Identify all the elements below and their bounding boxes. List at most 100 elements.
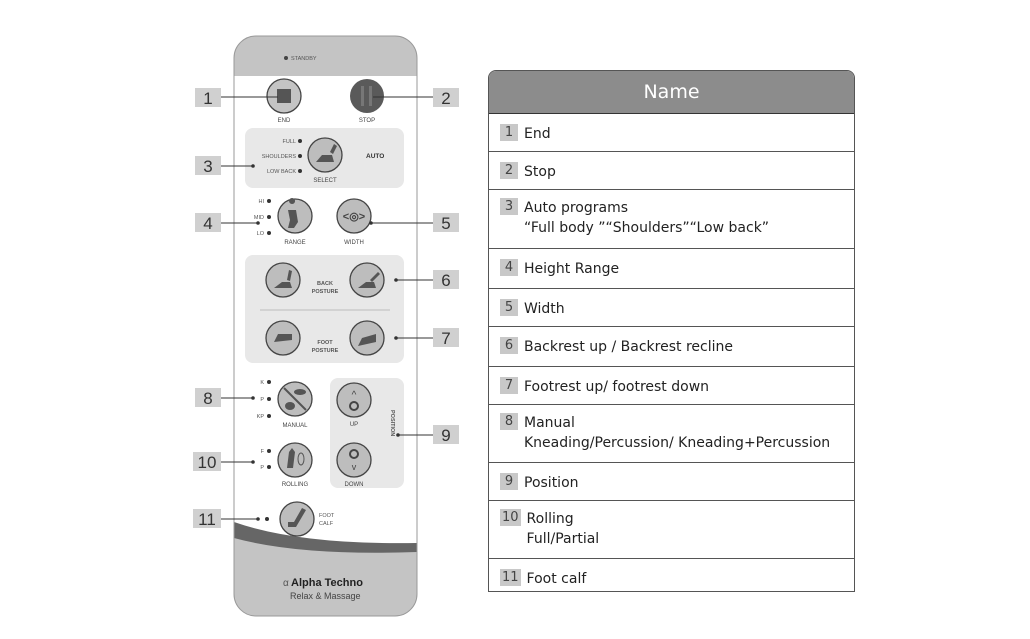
row-description: Foot calf <box>527 569 587 589</box>
select-label: SELECT <box>313 178 337 184</box>
row-number-badge: 11 <box>500 569 521 586</box>
svg-text:6: 6 <box>441 271 450 290</box>
svg-text:2: 2 <box>441 89 450 108</box>
mid-label: MID <box>254 215 264 221</box>
row-text-line: “Full body ”“Shoulders”“Low back” <box>524 220 770 236</box>
stop-button[interactable] <box>350 79 384 113</box>
rolling-body-icon <box>287 448 295 468</box>
row-number-badge: 5 <box>500 299 518 316</box>
foot-calf-icon <box>288 508 306 527</box>
table-row: 2 Stop <box>489 152 854 190</box>
p-rolling-label: P <box>260 465 264 471</box>
callout-4: 4 <box>195 213 221 233</box>
footrest-up-button[interactable] <box>265 320 301 356</box>
row-number-badge: 3 <box>500 198 518 215</box>
foot-posture-label-2: POSTURE <box>312 348 339 354</box>
row-number-badge: 7 <box>500 377 518 394</box>
p-label: P <box>260 397 264 403</box>
square-stop-icon <box>277 89 291 103</box>
manual-label: MANUAL <box>282 423 308 429</box>
callout-5: 5 <box>433 213 459 233</box>
range-button[interactable] <box>277 198 313 234</box>
row-number-badge: 9 <box>500 473 518 490</box>
row-text-line: Full/Partial <box>526 531 600 547</box>
callout-2: 2 <box>433 88 459 108</box>
remote-top-band <box>234 36 417 76</box>
hi-label: HI <box>259 199 265 205</box>
full-indicator-label: FULL <box>283 139 296 145</box>
lowback-indicator-label: LOW BACK <box>267 169 296 175</box>
row-text-line: Kneading/Percussion/ Kneading+Percussion <box>524 435 831 451</box>
down-arrow-icon: v <box>352 462 357 472</box>
footrest-down-icon <box>358 334 376 346</box>
row-text-line: Rolling <box>526 511 574 527</box>
back-posture-label: BACK <box>317 281 333 287</box>
up-label: UP <box>350 422 358 428</box>
callout-11: 11 <box>193 509 221 529</box>
svg-text:9: 9 <box>441 426 450 445</box>
row-description: Height Range <box>524 259 619 279</box>
footrest-down-button[interactable] <box>349 320 385 356</box>
rolling-label: ROLLING <box>282 482 309 488</box>
manual-hand-icon <box>283 387 307 411</box>
up-button[interactable]: ^ <box>336 382 372 418</box>
backrest-recline-button[interactable] <box>349 262 385 298</box>
svg-text:5: 5 <box>441 214 450 233</box>
select-button[interactable] <box>307 137 343 173</box>
manual-button[interactable] <box>277 381 313 417</box>
callout-1: 1 <box>195 88 221 108</box>
row-text-line: Height Range <box>524 261 620 277</box>
backrest-up-button[interactable] <box>265 262 301 298</box>
row-number-badge: 6 <box>500 337 518 354</box>
shoulders-indicator-label: SHOULDERS <box>262 154 297 160</box>
row-text-line: Stop <box>524 164 556 180</box>
row-description: Auto programs“Full body ”“Shoulders”“Low… <box>524 198 769 238</box>
row-description: Backrest up / Backrest recline <box>524 337 733 357</box>
width-button[interactable]: <◎> <box>336 198 372 234</box>
alpha-logo-icon: α <box>283 578 289 589</box>
row-number-badge: 2 <box>500 162 518 179</box>
callout-7: 7 <box>433 328 459 348</box>
svg-text:1: 1 <box>203 89 212 108</box>
table-row: 7 Footrest up/ footrest down <box>489 367 854 405</box>
table-row: 11 Foot calf <box>489 559 854 591</box>
f-label: F <box>261 449 265 455</box>
row-text-line: Footrest up/ footrest down <box>524 379 710 395</box>
table-header: Name <box>489 71 854 114</box>
end-label: END <box>278 118 291 124</box>
rolling-button[interactable] <box>277 442 313 478</box>
k-label: K <box>260 380 264 386</box>
up-arrow-icon: ^ <box>352 390 357 401</box>
callout-6: 6 <box>433 270 459 290</box>
row-description: Width <box>524 299 565 319</box>
table-row: 3 Auto programs“Full body ”“Shoulders”“Lo… <box>489 190 854 249</box>
chair-icon <box>316 144 337 162</box>
svg-text:8: 8 <box>203 389 212 408</box>
callout-lines <box>221 96 433 520</box>
foot-posture-label: FOOT <box>317 340 333 346</box>
range-label: RANGE <box>284 240 305 246</box>
position-label: POSITION <box>389 410 395 436</box>
down-button[interactable]: v <box>336 442 372 478</box>
standby-label: STANDBY <box>291 56 317 62</box>
foot-calf-button[interactable] <box>279 501 315 537</box>
row-text-line: Foot calf <box>526 571 587 587</box>
svg-text:7: 7 <box>441 329 450 348</box>
auto-label: AUTO <box>366 153 384 160</box>
end-button[interactable] <box>266 78 302 114</box>
backrest-recline-icon <box>358 272 380 288</box>
svg-text:3: 3 <box>203 157 212 176</box>
row-text-line: Backrest up / Backrest recline <box>524 339 733 355</box>
row-number-badge: 10 <box>500 509 521 526</box>
row-text-line: Width <box>524 301 565 317</box>
footrest-up-icon <box>274 334 292 342</box>
